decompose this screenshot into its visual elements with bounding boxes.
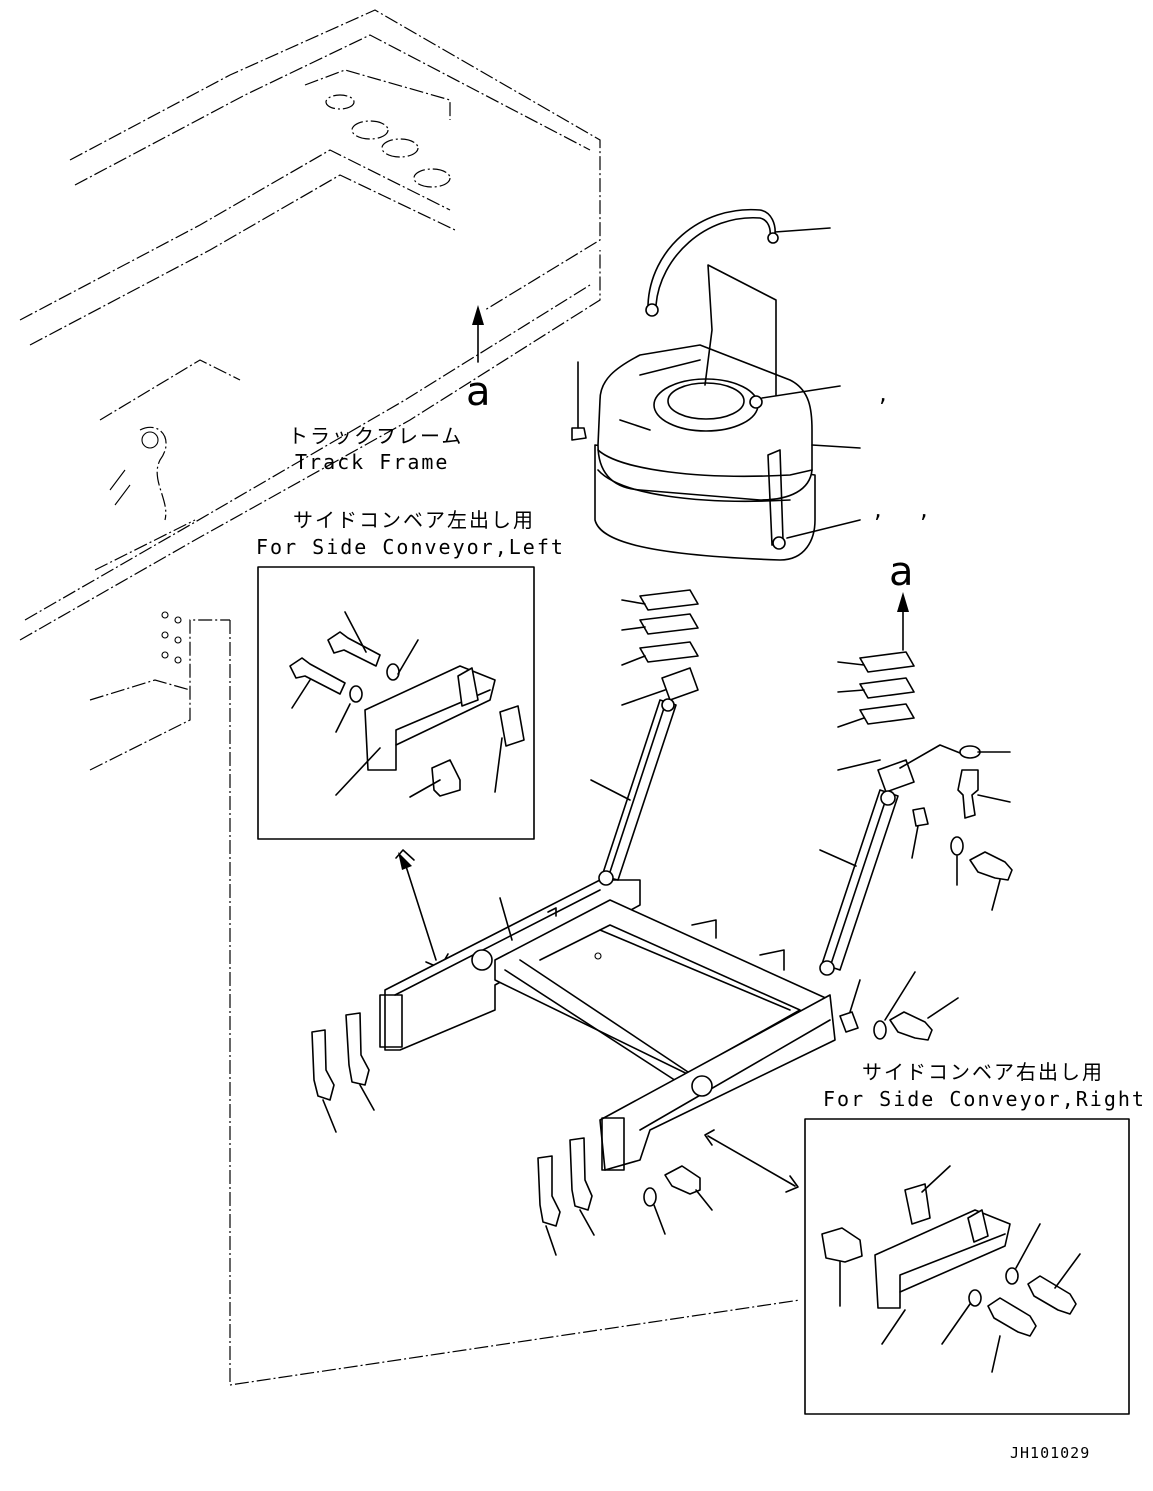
track-frame-phantom	[19, 9, 801, 1386]
view-arrow-a-top	[472, 305, 484, 363]
view-label-a-right: a	[889, 549, 914, 595]
leader-lines-tank	[577, 227, 861, 539]
left-conveyor-label-jp: サイドコンベア左出し用	[293, 508, 535, 532]
leg-brackets-left	[311, 1012, 595, 1256]
strut-right	[819, 759, 915, 976]
shims-left	[621, 589, 699, 706]
leader-lines-frame	[499, 779, 857, 941]
track-frame-label-jp: トラックフレーム	[288, 424, 464, 448]
hose	[645, 208, 779, 317]
view-label-a-top: a	[466, 369, 491, 415]
right-conveyor-inset	[804, 1118, 1130, 1415]
left-conveyor-label-en: For Side Conveyor,Left	[256, 535, 565, 559]
drawing-code: JH101029	[1010, 1444, 1091, 1462]
conveyor-frame	[379, 879, 836, 1171]
bolt-holes	[161, 611, 182, 664]
bottom-hardware	[643, 1165, 713, 1235]
left-conveyor-inset	[257, 566, 535, 840]
comma-mark-2: ,	[872, 498, 887, 522]
comma-mark-3: ,	[918, 498, 933, 522]
right-conveyor-label-en: For Side Conveyor,Right	[823, 1087, 1146, 1111]
shims-right	[837, 651, 966, 771]
right-conveyor-label-jp: サイドコンベア右出し用	[862, 1060, 1104, 1084]
right-hardware	[839, 745, 1013, 1041]
water-tank	[594, 264, 816, 561]
double-arrow-right	[704, 1129, 799, 1193]
comma-mark-1: ,	[877, 382, 892, 406]
view-arrow-a-right	[897, 592, 909, 651]
double-arrow-left	[395, 849, 449, 969]
track-frame-label-en: Track Frame	[295, 450, 450, 474]
tank-bolt	[571, 427, 587, 441]
strut-left	[598, 667, 699, 886]
